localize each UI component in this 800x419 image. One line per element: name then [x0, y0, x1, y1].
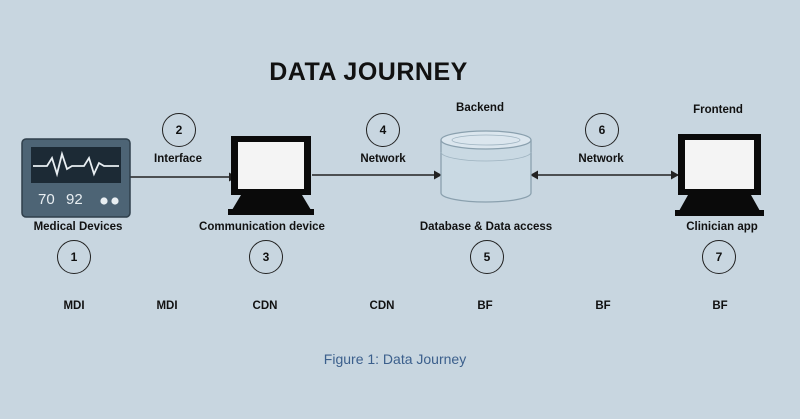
code-label: CDN — [252, 300, 278, 312]
link-label-interface: Interface — [154, 153, 202, 165]
backend-heading: Backend — [456, 102, 504, 114]
step-badge: 4 — [366, 113, 400, 147]
node-label-medical-devices: Medical Devices — [33, 221, 123, 233]
step-badge: 5 — [470, 240, 504, 274]
monitor-readout-right: 92 — [66, 191, 83, 208]
node-label-clinician-app: Clinician app — [686, 221, 758, 233]
step-badge: 6 — [585, 113, 619, 147]
diagram-title: DATA JOURNEY — [269, 58, 468, 86]
figure-caption: Figure 1: Data Journey — [323, 351, 467, 367]
patient-monitor-icon — [21, 138, 131, 218]
frontend-heading: Frontend — [693, 104, 743, 116]
node-label-communication-device: Communication device — [199, 221, 325, 233]
step-badge: 2 — [162, 113, 196, 147]
code-label: CDN — [369, 300, 395, 312]
database-icon — [440, 130, 532, 203]
code-label: MDI — [156, 300, 178, 312]
code-label: BF — [477, 300, 493, 312]
link-label-network-1: Network — [360, 153, 406, 165]
code-label: BF — [595, 300, 611, 312]
step-badge: 7 — [702, 240, 736, 274]
monitor-readout-left: 70 — [38, 191, 55, 208]
node-label-database: Database & Data access — [419, 221, 553, 233]
step-badge: 3 — [249, 240, 283, 274]
computer-icon — [228, 136, 314, 215]
link-label-network-2: Network — [578, 153, 624, 165]
code-label: MDI — [63, 300, 85, 312]
code-label: BF — [712, 300, 728, 312]
computer-icon — [675, 134, 764, 216]
step-badge: 1 — [57, 240, 91, 274]
